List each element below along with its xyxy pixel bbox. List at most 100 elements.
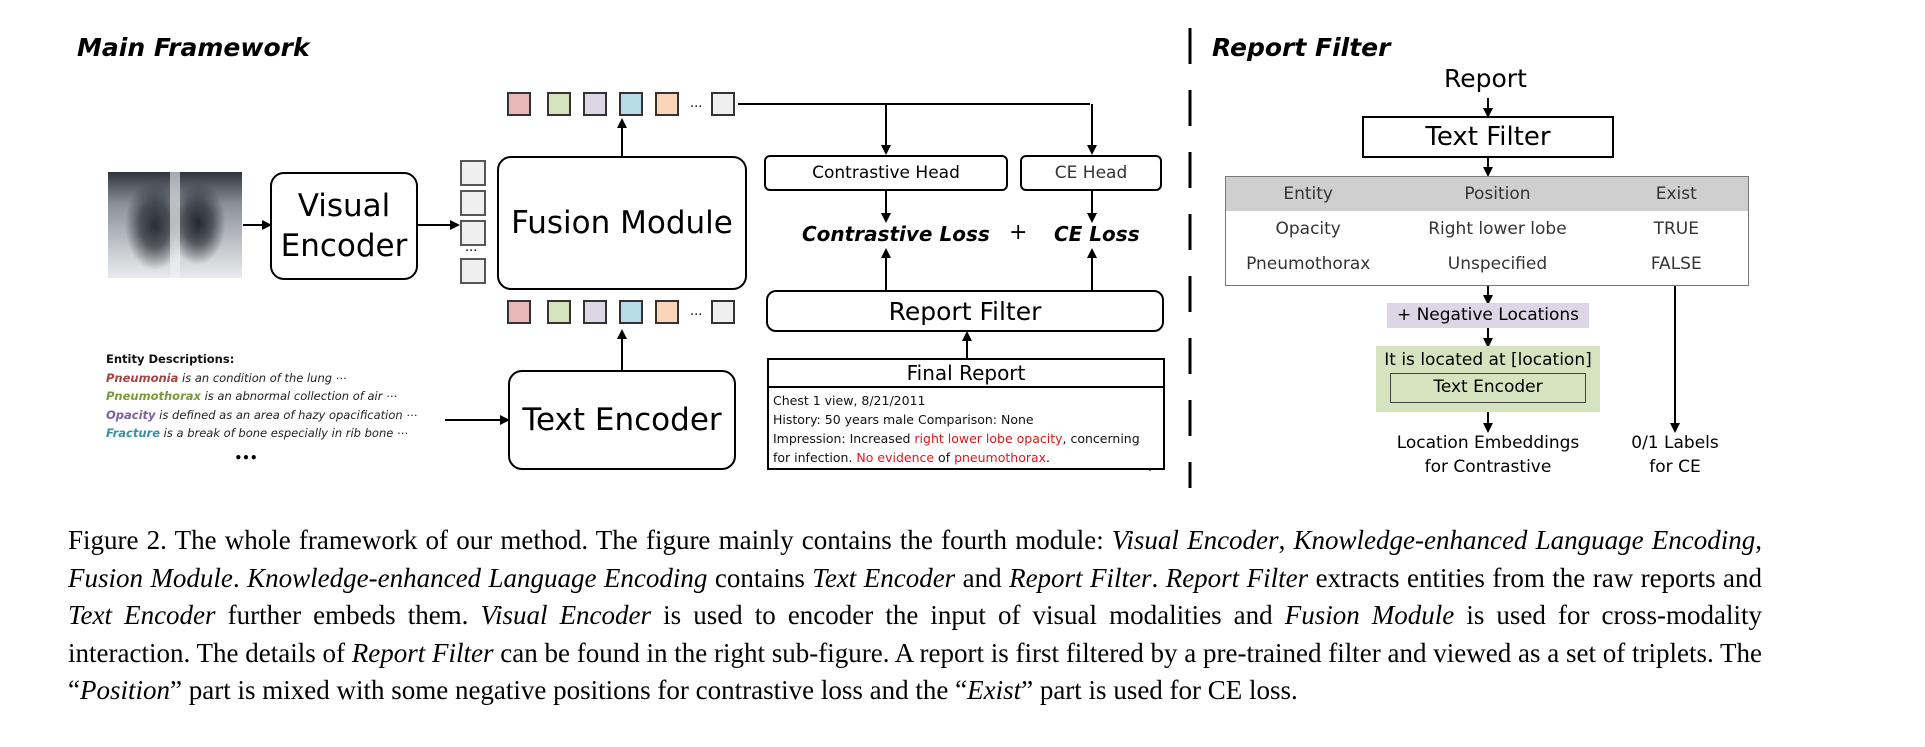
output-token [547,92,571,116]
ce-labels-output: 0/1 Labels for CE [1620,431,1730,479]
cell-entity: Pneumothorax [1246,253,1371,274]
ce-head-label: CE Head [1054,163,1128,183]
output-token [655,92,679,116]
location-embeddings-output: Location Embeddings for Contrastive [1392,431,1584,479]
entity-description-item: Fracture is a break of bone especially i… [106,424,418,443]
report-text: , concerning [1062,431,1140,446]
report-input-label: Report [1444,64,1527,93]
fusion-module-label: Fusion Module [511,205,733,241]
ce-head-box: CE Head [1020,155,1162,191]
prompt-template-label: It is located at [location] [1384,350,1592,370]
main-framework-title: Main Framework [77,33,310,62]
location-embeddings-line1: Location Embeddings [1396,433,1580,453]
caption-text: is used to encoder the input of visual m… [651,600,1285,631]
entity-descriptions-header: Entity Descriptions: [106,352,235,366]
caption-emphasis: Position [79,675,170,706]
text-filter-label: Text Filter [1425,122,1551,152]
output-token [619,92,643,116]
ce-loss-label: CE Loss [1054,222,1140,246]
prompt-container: It is located at [location] Text Encoder [1376,346,1600,412]
caption-text: ” part is used for CE loss. [1021,675,1298,706]
report-line-2: History: 50 years male Comparison: None [773,412,1034,427]
caption-emphasis: Text Encoder [68,600,216,631]
report-text: . [1046,450,1051,465]
caption-text: , [1755,525,1763,555]
column-header-exist: Exist [1655,184,1697,204]
caption-emphasis: Fusion Module [68,562,233,593]
text-token [547,300,571,324]
caption-text: is used for cross-modality interaction. … [68,600,1762,668]
caption-text: . [1151,562,1166,593]
visual-encoder-label-line1: Visual [297,188,391,224]
report-text: for infection. [773,450,857,465]
report-line-3: Impression: Increased right lower lobe o… [773,429,1159,448]
figure-caption: Figure 2. The whole framework of our met… [68,522,1762,710]
table-row: Opacity Right lower lobe TRUE [1226,211,1748,246]
caption-text: ” part is mixed with some negative posit… [170,675,968,706]
report-filter-box: Report Filter [766,290,1164,332]
highlight-entity: pneumothorax [954,450,1047,465]
text-token [583,300,607,324]
text-token [507,300,531,324]
visual-token [460,220,486,246]
caption-text: can be found in the right sub-figure. A … [68,637,1762,706]
cell-position: Unspecified [1447,253,1548,274]
output-token-ellipsis: ... [690,96,703,111]
column-header-entity: Entity [1283,184,1333,204]
location-embeddings-line2: for Contrastive [1424,457,1552,477]
text-encoder-box: Text Encoder [508,370,736,470]
cell-position: Right lower lobe [1428,218,1567,239]
location-text-encoder-label: Text Encoder [1433,377,1543,397]
text-token-ellipsis: ... [690,304,703,319]
highlight-negation: No evidence [856,450,935,465]
entity-term: Opacity [106,407,156,422]
plus-sign: + [1009,220,1028,245]
text-token [619,300,643,324]
visual-token [460,190,486,216]
output-token [507,92,531,116]
output-token [711,92,735,116]
negative-locations-box: + Negative Locations [1387,303,1589,328]
output-token [583,92,607,116]
text-token [655,300,679,324]
caption-emphasis: Report Filter [1009,562,1152,593]
text-filter-box: Text Filter [1362,116,1614,158]
location-text-encoder-box: Text Encoder [1390,373,1586,403]
entity-description-item: Pneumonia is an condition of the lung ⋯ [106,369,418,388]
negative-locations-label: + Negative Locations [1396,305,1580,325]
report-line-1: Chest 1 view, 8/21/2011 [773,393,926,408]
caption-emphasis: Fusion Module [1284,600,1455,631]
caption-text: and [955,562,1010,593]
text-encoder-label: Text Encoder [522,402,722,438]
caption-text: extracts entities from the raw reports a… [1308,562,1763,593]
column-header-position: Position [1464,184,1531,204]
caption-text: , [1278,525,1294,555]
fusion-module-box: Fusion Module [497,156,747,290]
triplet-table: Entity Position Exist Opacity Right lowe… [1225,176,1749,286]
table-header: Entity Position Exist [1226,177,1748,211]
report-text: Impression: Increased [773,431,915,446]
caption-emphasis: Visual Encoder [1111,525,1279,555]
caption-text: . [232,562,248,593]
visual-encoder-box: Visual Encoder [270,172,418,280]
visual-token [460,258,486,284]
text-token [711,300,735,324]
final-report-title: Final Report [769,360,1163,388]
entity-definition: is a break of bone especially in rib bon… [160,426,409,440]
caption-text: further embeds them. [215,600,481,631]
entity-definition: is defined as an area of hazy opacificat… [155,407,418,422]
table-row: Pneumothorax Unspecified FALSE [1226,246,1748,281]
caption-text: contains [707,562,813,593]
report-filter-title: Report Filter [1212,33,1391,62]
caption-emphasis: Visual Encoder [480,600,652,631]
entity-descriptions: Entity Descriptions: Pneumonia is an con… [106,350,418,467]
cell-exist: TRUE [1653,218,1699,239]
visual-token [460,160,486,186]
contrastive-head-label: Contrastive Head [812,163,960,183]
report-line-4: for infection. No evidence of pneumothor… [773,448,1159,467]
caption-emphasis: Report Filter [351,637,494,668]
caption-emphasis: Knowledge-enhanced Language Encoding [247,562,708,593]
entity-definition: is an abnormal collection of air ⋯ [200,389,398,403]
report-text: of [934,450,955,465]
cell-exist: FALSE [1650,253,1702,274]
